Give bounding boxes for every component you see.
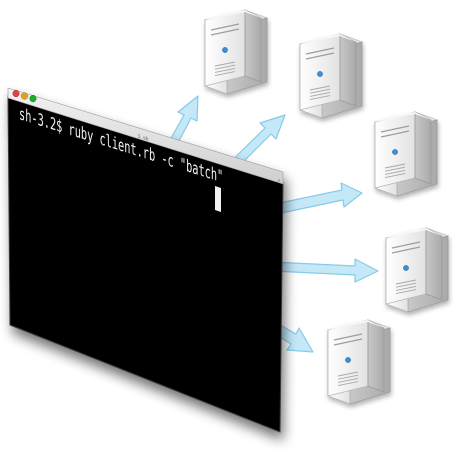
- server-led-icon: [222, 47, 228, 53]
- close-button[interactable]: [12, 89, 20, 98]
- resize-handle-icon[interactable]: ↗: [276, 177, 281, 185]
- server-led-icon: [403, 265, 409, 271]
- server-led-icon: [392, 149, 398, 155]
- servers-group: [203, 9, 450, 405]
- server-icon: [384, 227, 450, 313]
- minimize-button[interactable]: [21, 92, 28, 100]
- server-led-icon: [345, 357, 351, 363]
- terminal-window: 1. sh ↗ sh-3.2$ ruby client.rb -c "batch…: [7, 87, 284, 433]
- arrow-to-server-4: [271, 258, 379, 283]
- server-led-icon: [317, 71, 323, 77]
- terminal-tab-title: 1. sh: [138, 133, 149, 142]
- zoom-button[interactable]: [29, 94, 37, 103]
- server-icon: [203, 9, 269, 95]
- terminal-titlebar[interactable]: [7, 87, 284, 185]
- terminal-cursor: [215, 186, 221, 212]
- server-icon: [298, 33, 364, 119]
- server-icon: [373, 111, 439, 197]
- arrow-to-server-3: [269, 182, 363, 216]
- server-icon: [326, 319, 392, 405]
